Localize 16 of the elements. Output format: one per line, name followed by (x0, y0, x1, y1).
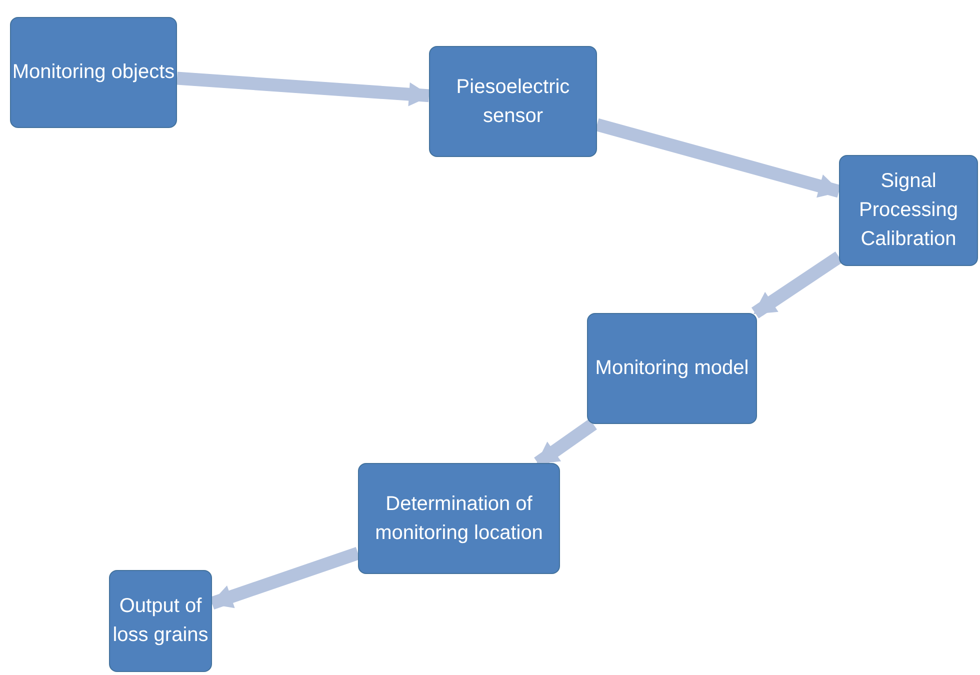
box-label: Output of loss grains (112, 594, 210, 648)
process-box (429, 46, 597, 157)
process-box (109, 570, 212, 672)
box-label: Piesoelectric sensor (455, 74, 571, 128)
process-box (10, 17, 177, 128)
box-label: Monitoring model (595, 356, 749, 381)
block-arrow (595, 118, 841, 198)
process-box (839, 155, 978, 266)
block-arrow (176, 72, 431, 106)
box-label: Monitoring objects (12, 60, 175, 85)
box-label: Signal Processing Calibration (858, 169, 959, 252)
box-label: Determination of monitoring location (374, 492, 544, 546)
block-arrow (210, 547, 360, 610)
process-box (358, 463, 560, 574)
process-box (587, 313, 757, 424)
block-arrow (751, 252, 843, 318)
